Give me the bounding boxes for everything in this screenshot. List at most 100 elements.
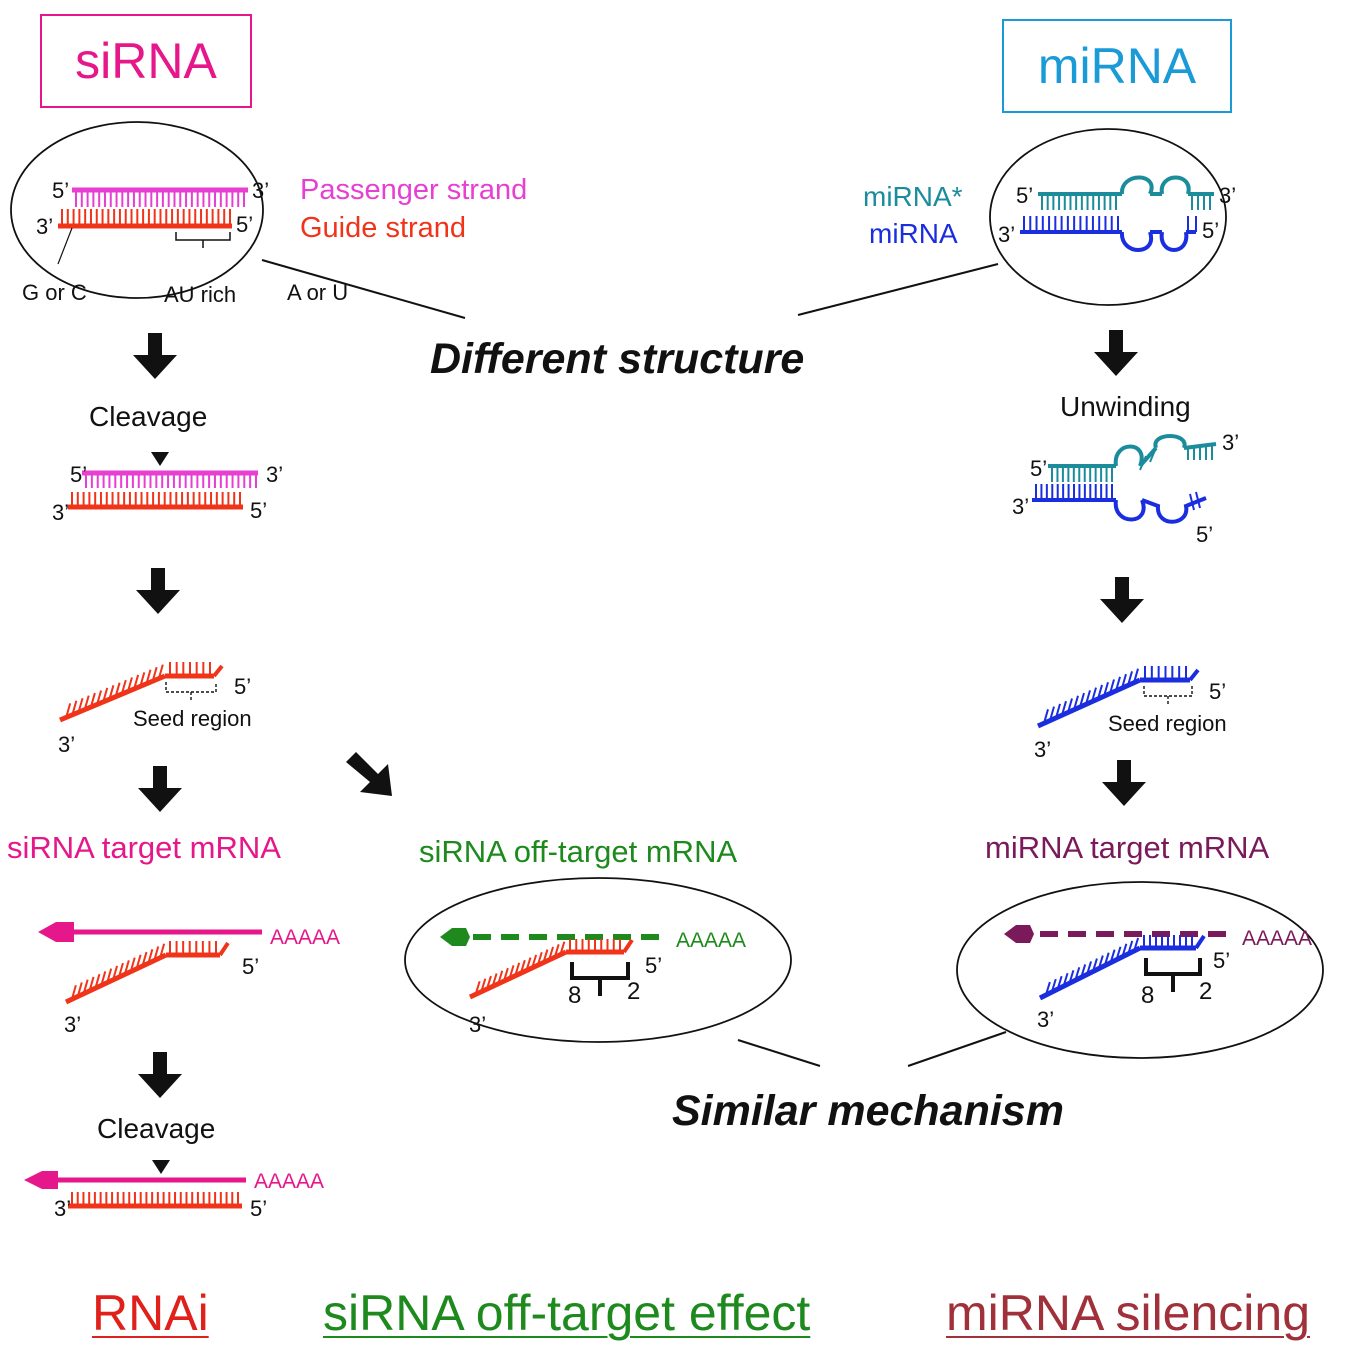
- base-pair-tick: [1115, 676, 1121, 692]
- end-label: 5’: [234, 674, 252, 699]
- base-pair-tick: [117, 962, 124, 978]
- base-pair-tick: [497, 970, 504, 985]
- base-pair-tick: [133, 674, 140, 690]
- rna-strand: [64, 952, 168, 1005]
- base-pair-tick: [1103, 681, 1109, 697]
- mirna-star-loop: [1113, 444, 1144, 467]
- mirna-star-loop: [1120, 175, 1154, 195]
- base-pair-tick: [1103, 952, 1110, 966]
- base-pair-tick: [159, 943, 166, 959]
- poly-a-tail: AAAAA: [676, 929, 747, 952]
- base-pair-tick: [1073, 695, 1079, 711]
- base-pair-tick: [1133, 937, 1140, 952]
- end-label: 3’: [1037, 1007, 1055, 1032]
- passenger-strand-label: Passenger strand: [300, 174, 528, 206]
- base-pair-tick: [1127, 671, 1133, 686]
- base-pair-tick: [553, 944, 560, 958]
- rna-strand: [1038, 945, 1142, 1001]
- base-pair-tick: [491, 973, 498, 987]
- poly-a-tail: AAAAA: [254, 1170, 325, 1193]
- cleavage-site-marker: [151, 452, 169, 466]
- base-pair-tick: [1055, 703, 1061, 719]
- down-arrow: [1100, 577, 1144, 623]
- base-pair-tick: [1086, 961, 1093, 975]
- cleavage-label-1: Cleavage: [89, 401, 208, 432]
- end-label: 5’: [242, 954, 260, 979]
- base-pair-tick: [531, 954, 538, 969]
- base-pair-tick: [135, 954, 142, 970]
- base-pair-tick: [139, 672, 146, 687]
- base-pair-tick: [123, 960, 130, 975]
- base-pair-tick: [89, 692, 96, 708]
- base-pair-tick: [548, 946, 555, 961]
- end-label: 3’: [1222, 430, 1240, 455]
- base-pair-tick: [1127, 940, 1134, 955]
- base-pair-tick: [1189, 493, 1195, 511]
- mirna-star-loop: [1138, 434, 1187, 468]
- base-pair-tick: [1068, 970, 1075, 984]
- different-structure-label: Different structure: [430, 335, 805, 383]
- base-pair-tick: [1133, 668, 1139, 683]
- end-label: 5’: [1196, 522, 1214, 547]
- mrna-arrowhead: [440, 928, 470, 946]
- end-label: 3’: [52, 500, 70, 525]
- base-pair-tick: [1091, 687, 1097, 702]
- base-pair-tick: [65, 703, 72, 718]
- au-rich-bracket: [175, 232, 231, 248]
- similar-mechanism-label: Similar mechanism: [672, 1087, 1064, 1135]
- base-pair-tick: [100, 971, 107, 986]
- mirna-star-loop: [1159, 175, 1191, 195]
- base-pair-tick: [508, 965, 515, 979]
- mrna-arrowhead: [38, 922, 74, 942]
- rnai-footer: RNAi: [92, 1285, 209, 1341]
- g-or-c-label: G or C: [22, 280, 87, 305]
- seed-bracket: [570, 962, 630, 996]
- end-label: 3’: [469, 1012, 487, 1037]
- end-label: 5’: [70, 462, 88, 487]
- guide-5-end: [218, 941, 230, 957]
- base-pair-tick: [141, 951, 148, 967]
- end-label: 3’: [1034, 737, 1052, 762]
- end-label: 3’: [252, 178, 270, 203]
- mirna-target-label: miRNA target mRNA: [985, 830, 1270, 865]
- mirna-seed-region-label: Seed region: [1108, 711, 1227, 736]
- base-pair-tick: [94, 973, 101, 989]
- base-pair-tick: [114, 682, 121, 697]
- mirna-5-end: [1188, 668, 1200, 682]
- base-pair-tick: [485, 975, 492, 990]
- end-label: 3’: [36, 214, 54, 239]
- base-pair-tick: [1067, 698, 1073, 713]
- base-pair-tick: [1149, 447, 1157, 463]
- end-label: 3’: [266, 462, 284, 487]
- base-pair-tick: [559, 941, 566, 955]
- base-pair-tick: [1056, 975, 1063, 990]
- cleavage-label-2: Cleavage: [97, 1113, 216, 1144]
- base-pair-tick: [1079, 692, 1085, 708]
- base-pair-tick: [70, 984, 77, 1000]
- end-label: 3’: [1219, 183, 1237, 208]
- base-pair-tick: [157, 664, 164, 679]
- down-arrow: [136, 568, 180, 614]
- seed-bracket: [165, 682, 217, 700]
- sirna-target-label: siRNA target mRNA: [7, 830, 281, 865]
- guide-strand-label: Guide strand: [300, 212, 467, 244]
- base-pair-tick: [147, 949, 154, 964]
- down-arrow: [1094, 330, 1138, 376]
- guide-5-end: [622, 938, 634, 954]
- base-pair-tick: [1109, 949, 1116, 963]
- base-pair-tick: [1097, 684, 1103, 700]
- base-pair-tick: [88, 976, 95, 992]
- seed-position-2: 2: [1199, 978, 1213, 1005]
- end-label: 3’: [58, 732, 76, 757]
- end-label: 3’: [54, 1196, 72, 1221]
- a-or-u-label: A or U: [287, 280, 349, 305]
- base-pair-tick: [151, 666, 158, 682]
- base-pair-tick: [502, 967, 509, 982]
- callout-line: [261, 259, 466, 319]
- end-label: 5’: [1202, 218, 1220, 243]
- base-pair-tick: [1121, 943, 1128, 958]
- base-pair-tick: [1080, 964, 1087, 978]
- base-pair-tick: [82, 979, 89, 994]
- callout-line: [907, 1031, 1007, 1067]
- sirna-title: siRNA: [75, 33, 217, 89]
